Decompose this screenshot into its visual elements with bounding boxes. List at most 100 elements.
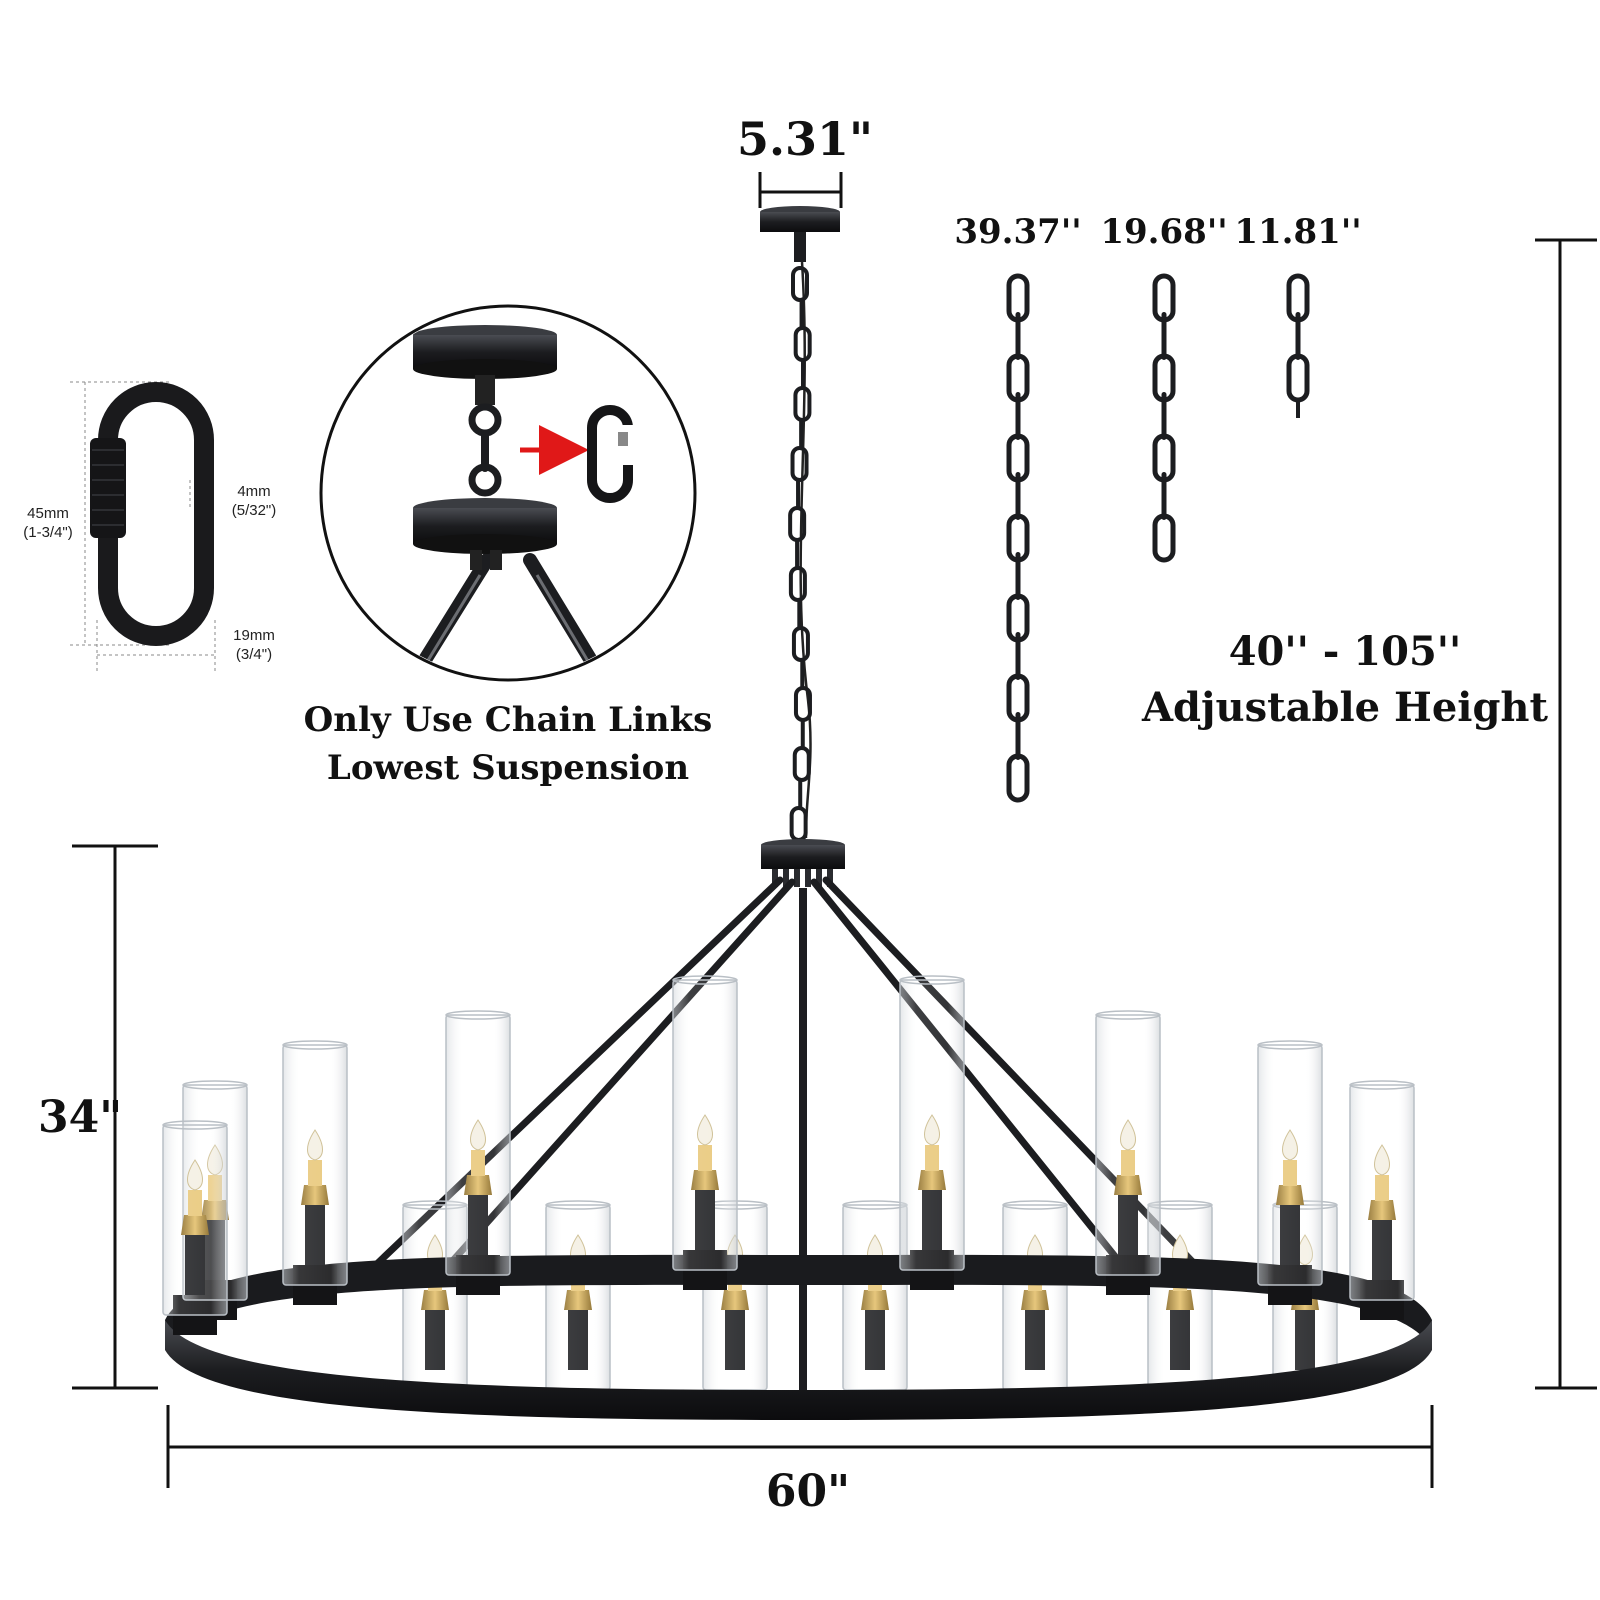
front-candle-7 [1257, 1040, 1323, 1286]
adjustable-range-label: 40'' - 105'' [1228, 628, 1462, 675]
carabiner-thickness-mm: 4mm [237, 483, 271, 500]
glass-rim [445, 1010, 511, 1020]
glass-rim [545, 1200, 611, 1210]
hub-loop [827, 869, 833, 887]
suspension-rod [810, 878, 1134, 1279]
front-candle-4 [672, 975, 738, 1271]
chain-link-side [1015, 712, 1021, 760]
adjustable-height-label: Adjustable Height [1142, 684, 1548, 731]
glass-rim [672, 975, 738, 985]
chain-link [792, 746, 811, 782]
chain-link-side [795, 538, 800, 570]
chain-link [788, 566, 807, 602]
front-candle-3 [445, 1010, 511, 1276]
chain-link-side [800, 658, 805, 690]
dimension-lines [72, 172, 1597, 1488]
chain-pieces [1006, 273, 1310, 803]
chain-link-side [800, 718, 805, 750]
carabiner-thickness: 4mm (5/32") [218, 482, 290, 520]
glass-shade [672, 979, 738, 1271]
canopy [760, 212, 840, 232]
front-candle-6 [1095, 1010, 1161, 1276]
carabiner-illustration [70, 381, 216, 672]
hub-loop [794, 869, 800, 887]
front-candle-2 [282, 1040, 348, 1286]
canopy-width-label: 5.31" [736, 112, 874, 166]
glass-shade [899, 979, 965, 1271]
glass-rim [182, 1080, 248, 1090]
back-candle-2 [545, 1200, 611, 1391]
glass-shade [1349, 1084, 1415, 1301]
back-candle-4 [842, 1200, 908, 1391]
carabiner-opening-mm: 19mm [233, 627, 275, 644]
chain-link [790, 446, 809, 482]
glass-rim [1349, 1080, 1415, 1090]
chain-link [789, 806, 808, 842]
glass-rim [1002, 1200, 1068, 1210]
carabiner-opening-in: (3/4") [235, 646, 273, 663]
chain-length-label-3: 11.81'' [1234, 212, 1362, 252]
hub [761, 845, 845, 869]
glass-rim [899, 975, 965, 985]
carabiner-length-mm: 45mm [27, 505, 69, 522]
glass-shade [545, 1204, 611, 1391]
chain-piece-1 [1006, 273, 1030, 803]
chain-link-side [1015, 312, 1021, 360]
suspension-detail-circle [319, 304, 697, 682]
front-candle-9 [162, 1120, 228, 1316]
chain-length-label-1: 39.37'' [954, 212, 1082, 252]
chain-link-side [1161, 312, 1167, 360]
chain-link [793, 326, 812, 362]
glass-rim [1095, 1010, 1161, 1020]
glass-shade [1257, 1044, 1323, 1286]
chain-link [791, 266, 809, 302]
ring-back-band [165, 1254, 1432, 1350]
front-candles [162, 975, 1415, 1316]
chain-link-side [1161, 392, 1167, 440]
chain-piece-2 [1152, 273, 1176, 563]
glass-shade [445, 1014, 511, 1276]
ring [165, 1250, 1432, 1420]
chain-length-label-2: 19.68'' [1100, 212, 1228, 252]
chain-link [1286, 353, 1310, 403]
back-candles [402, 1200, 1338, 1391]
back-candle-5 [1002, 1200, 1068, 1391]
hub-loop [783, 869, 789, 887]
detail-note-line1: Only Use Chain Links [303, 700, 713, 740]
hub-loop [772, 869, 778, 887]
canopy-stem [794, 232, 806, 262]
glass-rim [282, 1040, 348, 1050]
chain-link [1152, 513, 1176, 563]
detail-note-line2: Lowest Suspension [326, 748, 690, 788]
chain-link [1006, 753, 1030, 803]
chain-piece-3 [1286, 273, 1310, 418]
glass-shade [1002, 1204, 1068, 1391]
carabiner-length: 45mm (1-3/4") [8, 504, 88, 542]
chain-link-side [1015, 632, 1021, 680]
chain-link-side [1015, 552, 1021, 600]
chain-link [793, 386, 812, 422]
glass-shade [282, 1044, 348, 1286]
front-candle-5 [899, 975, 965, 1271]
chain-link-side [797, 598, 802, 630]
glass-rim [1257, 1040, 1323, 1050]
chain-link-side [799, 298, 804, 330]
carabiner-thickness-in: (5/32") [231, 502, 277, 519]
front-candle-8 [1349, 1080, 1415, 1301]
chain-link-side [1015, 392, 1021, 440]
glass-shade [842, 1204, 908, 1391]
hub-loop [805, 869, 811, 887]
hub-loop [816, 869, 822, 887]
glass-shade [162, 1124, 228, 1316]
main-chain [788, 261, 812, 842]
glass-shade [1095, 1014, 1161, 1276]
chain-link-side [1015, 472, 1021, 520]
chain-link-side [799, 418, 804, 450]
chandelier [162, 206, 1432, 1420]
chain-link-side [1295, 312, 1301, 360]
chain-link-side [796, 478, 801, 510]
ring-height-label: 34" [38, 1092, 123, 1143]
chain-link-side [800, 358, 805, 390]
